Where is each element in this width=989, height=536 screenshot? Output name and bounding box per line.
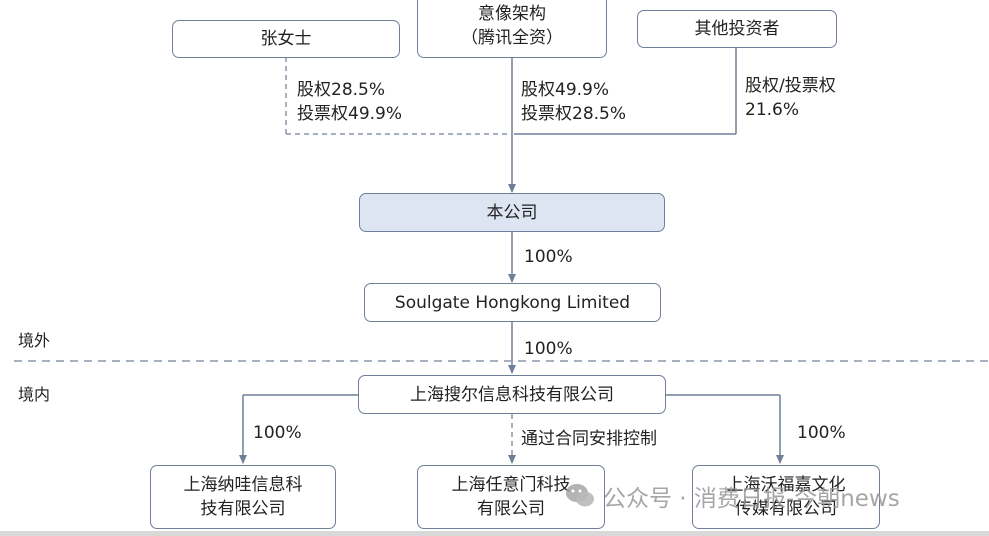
- region-offshore-label: 境外: [18, 331, 51, 350]
- wechat-icon: [566, 484, 594, 507]
- node-yixiang-note: （腾讯全资）: [461, 28, 563, 48]
- node-other-investors: 其他投资者: [637, 10, 837, 48]
- node-yixiang-name: 意像架构: [478, 4, 546, 24]
- node-company-label: 本公司: [486, 202, 538, 223]
- bottom-edge-bar: [0, 531, 989, 536]
- edge-label-souer-to-woxi: 100%: [797, 423, 846, 443]
- watermark: 公众号 · 消费日报-今朝news: [565, 476, 900, 516]
- edge-label-zhang-equity: 股权28.5%: [297, 80, 386, 100]
- node-yixiang: 意像架构 （腾讯全资）: [417, 0, 607, 58]
- edge-label-zhang: 股权28.5% 投票权49.9%: [297, 78, 402, 126]
- node-soulgate-hk: Soulgate Hongkong Limited: [364, 283, 661, 322]
- node-other-investors-label: 其他投资者: [694, 19, 780, 39]
- node-woxi-line1: 上海沃福嘉文化: [726, 475, 846, 495]
- edge-label-yixiang-equity: 股权49.9%: [521, 80, 610, 100]
- region-onshore-label: 境内: [18, 385, 51, 404]
- edge-label-zhang-voting: 投票权49.9%: [297, 104, 403, 124]
- node-renyimen-line2: 有限公司: [477, 499, 545, 519]
- node-woxi: 上海沃福嘉文化 传媒有限公司: [692, 465, 880, 529]
- node-shanghai-souer: 上海搜尔信息科技有限公司: [358, 375, 666, 414]
- node-soulgate-hk-label: Soulgate Hongkong Limited: [394, 292, 631, 313]
- node-renyimen-line1: 上海任意门科技: [451, 475, 571, 495]
- node-ms-zhang: 张女士: [172, 20, 400, 58]
- node-ms-zhang-label: 张女士: [260, 29, 312, 49]
- edge-label-souer-to-nawa: 100%: [253, 423, 302, 443]
- watermark-text: 公众号 · 消费日报-今朝news: [603, 486, 900, 512]
- edge-label-souer-to-renyimen: 通过合同安排控制: [521, 429, 657, 449]
- edge-label-others-percent: 21.6%: [745, 100, 800, 120]
- node-shanghai-souer-label: 上海搜尔信息科技有限公司: [410, 384, 614, 405]
- edge-label-hk-to-souer: 100%: [524, 339, 573, 359]
- node-woxi-line2: 传媒有限公司: [735, 499, 837, 519]
- node-nawa-line1: 上海纳哇信息科: [183, 475, 303, 495]
- node-nawa-line2: 技有限公司: [200, 499, 286, 519]
- edge-label-yixiang-voting: 投票权28.5%: [521, 104, 627, 124]
- edge-label-others-rights: 股权/投票权: [745, 76, 836, 96]
- node-company: 本公司: [359, 193, 665, 232]
- edge-label-others: 股权/投票权 21.6%: [745, 74, 836, 122]
- node-nawa: 上海纳哇信息科 技有限公司: [150, 465, 336, 529]
- edge-label-yixiang: 股权49.9% 投票权28.5%: [521, 78, 626, 126]
- edge-label-company-to-hk: 100%: [524, 247, 573, 267]
